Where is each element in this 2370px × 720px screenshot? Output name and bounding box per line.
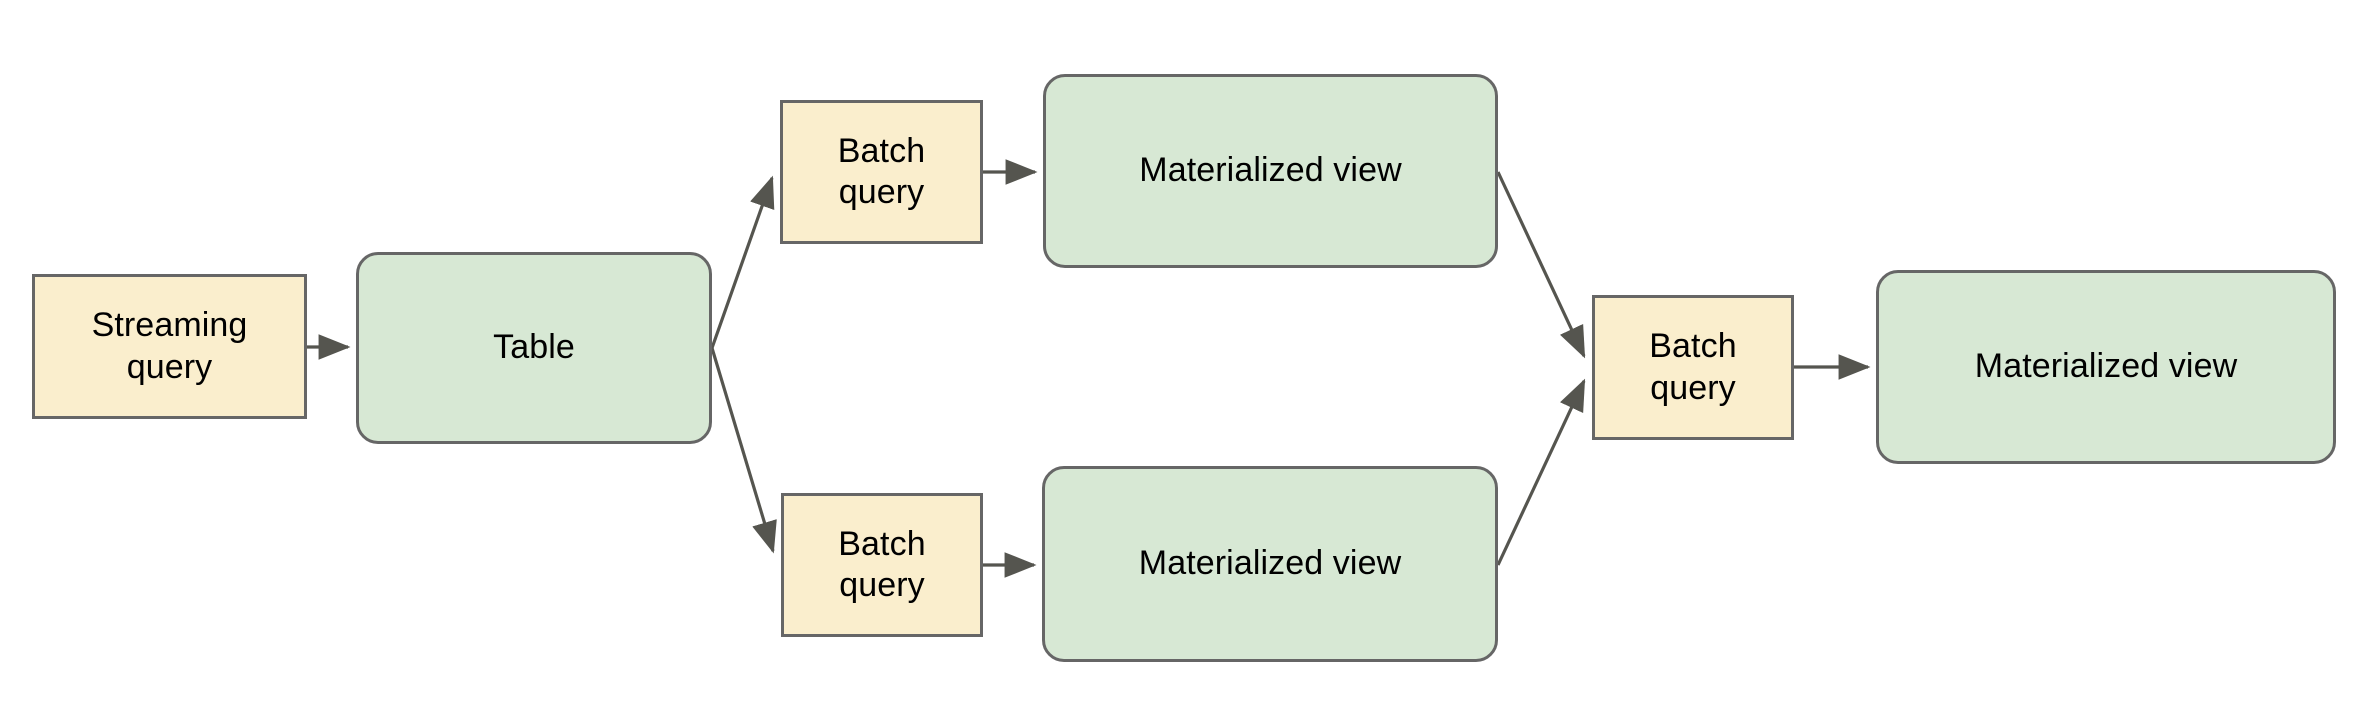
node-batch-query-bottom-label: Batch query bbox=[838, 524, 926, 604]
node-batch-query-top[interactable]: Batch query bbox=[780, 100, 983, 244]
node-batch-query-bottom[interactable]: Batch query bbox=[781, 493, 983, 637]
node-streaming-query[interactable]: Streaming query bbox=[32, 274, 307, 419]
node-materialized-view-top-label: Materialized view bbox=[1139, 151, 1402, 190]
node-batch-query-top-label: Batch query bbox=[837, 131, 926, 211]
node-materialized-view-right[interactable]: Materialized view bbox=[1876, 270, 2336, 464]
node-batch-query-right[interactable]: Batch query bbox=[1592, 295, 1794, 440]
edge-materialized-view-bottom-to-batch-query-right bbox=[1496, 378, 1586, 566]
node-streaming-query-label: Streaming query bbox=[91, 306, 248, 386]
node-batch-query-right-label: Batch query bbox=[1649, 327, 1737, 407]
edge-table-to-batch-query-bottom bbox=[710, 347, 777, 554]
node-materialized-view-bottom-label: Materialized view bbox=[1138, 544, 1402, 583]
node-materialized-view-right-label: Materialized view bbox=[1974, 347, 2238, 386]
edge-table-to-batch-query-top bbox=[710, 175, 775, 349]
node-table-label: Table bbox=[493, 328, 575, 367]
node-materialized-view-top[interactable]: Materialized view bbox=[1043, 74, 1498, 268]
edge-materialized-view-top-to-batch-query-right bbox=[1496, 171, 1586, 359]
node-table[interactable]: Table bbox=[356, 252, 712, 444]
node-materialized-view-bottom[interactable]: Materialized view bbox=[1042, 466, 1498, 662]
